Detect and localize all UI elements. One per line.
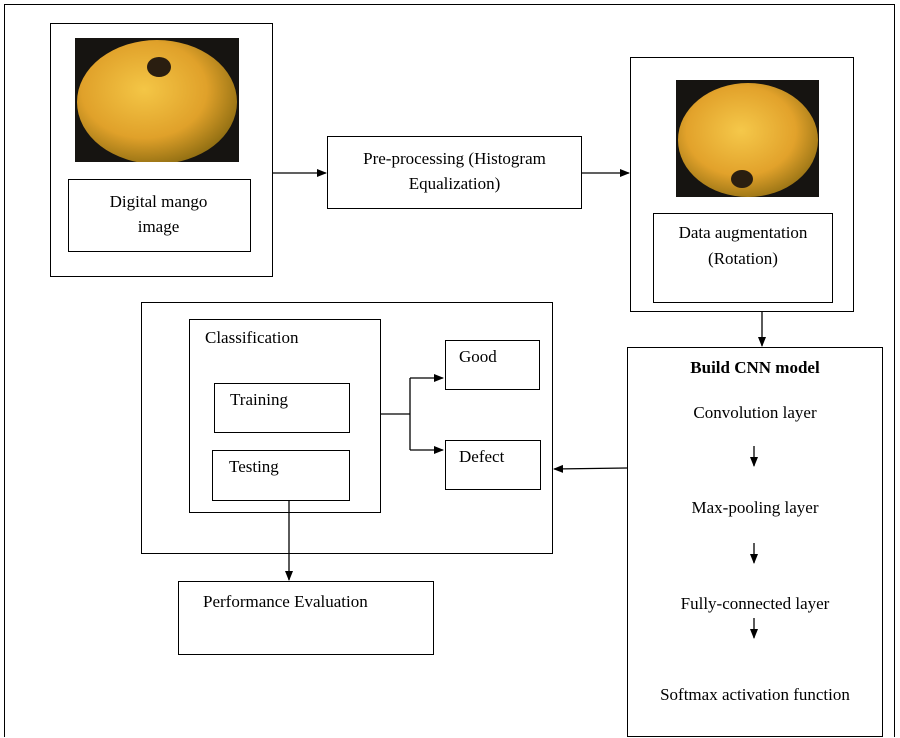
augmentation-label-box: Data augmentation (Rotation)	[653, 213, 833, 303]
classification-outer-box: Classification Training Testing Good Def…	[141, 302, 553, 554]
evaluation-label: Performance Evaluation	[203, 592, 368, 611]
cnn-title: Build CNN model	[690, 358, 820, 377]
classification-box: Classification Training Testing	[189, 319, 381, 513]
input-caption: Digital mango image	[109, 192, 208, 236]
preprocessing-box: Pre-processing (Histogram Equalization)	[327, 136, 582, 209]
cnn-layer-convolution: Convolution layer	[693, 403, 817, 422]
training-box: Training	[214, 383, 350, 433]
training-label: Training	[230, 390, 288, 409]
cnn-layer-softmax: Softmax activation function	[660, 685, 850, 704]
preprocessing-label: Pre-processing (Histogram Equalization)	[363, 149, 546, 193]
good-label: Good	[459, 347, 497, 366]
evaluation-box: Performance Evaluation	[178, 581, 434, 655]
outer-frame	[4, 4, 895, 737]
cnn-model-box: Build CNN model Convolution layer Max-po…	[627, 347, 883, 737]
defect-label: Defect	[459, 447, 505, 466]
cnn-layer-fully-connected: Fully-connected layer	[680, 594, 830, 613]
mango-image-original	[75, 38, 239, 162]
augmentation-box: Data augmentation (Rotation)	[630, 57, 854, 312]
defect-box: Defect	[445, 440, 541, 490]
arrow-cnn-to-classification	[553, 464, 628, 473]
testing-box: Testing	[212, 450, 350, 501]
augmentation-label: Data augmentation (Rotation)	[678, 223, 808, 268]
cnn-layer-maxpooling: Max-pooling layer	[691, 498, 819, 517]
classification-title: Classification	[205, 328, 299, 347]
input-caption-box: Digital mango image	[68, 179, 251, 252]
good-box: Good	[445, 340, 540, 390]
testing-label: Testing	[229, 457, 279, 476]
input-image-box: Digital mango image	[50, 23, 273, 277]
mango-image-rotated	[676, 80, 819, 197]
